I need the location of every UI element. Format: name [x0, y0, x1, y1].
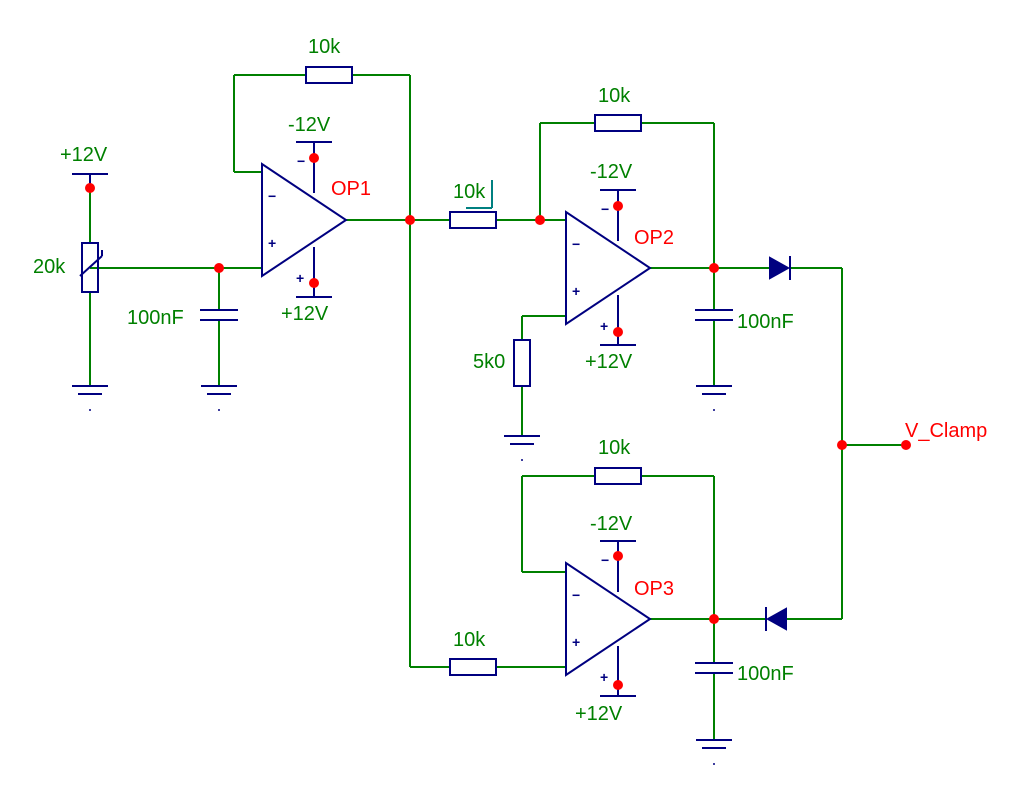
res-op2-bias-label: 5k0 — [473, 351, 505, 373]
junction-dot — [309, 153, 319, 163]
resistor-op2-feedback: 10k — [594, 85, 642, 132]
op3-neg-supply-label: -12V — [590, 513, 633, 535]
junction-dots — [85, 153, 911, 690]
opamp-op2: − + − -12V + +12V OP2 — [565, 161, 674, 373]
svg-text:−: − — [297, 153, 305, 169]
cap-op3-label: 100nF — [737, 663, 794, 685]
res-op3-input-label: 10k — [453, 629, 486, 651]
capacitor-op2-output: 100nF — [695, 309, 794, 333]
junction-dot — [709, 263, 719, 273]
res-op3-feedback-label: 10k — [598, 437, 631, 459]
cap-op2-label: 100nF — [737, 311, 794, 333]
pot-supply: +12V — [60, 144, 108, 188]
diode-op2-icon — [769, 256, 791, 280]
junction-dot — [709, 614, 719, 624]
junction-dot — [535, 215, 545, 225]
svg-text:+: + — [600, 318, 608, 334]
svg-text:−: − — [601, 552, 609, 568]
resistor-op2-input: 10k — [449, 180, 497, 229]
junction-dot — [85, 183, 95, 193]
potentiometer: 20k — [33, 242, 103, 293]
diode-op3-icon — [765, 607, 787, 631]
op1-plus-pin: + — [268, 235, 276, 251]
svg-text:+: + — [600, 669, 608, 685]
op2-pos-supply-label: +12V — [585, 351, 633, 373]
resistor-op1-feedback: 10k — [305, 36, 353, 84]
svg-text:+: + — [296, 270, 304, 286]
ground-icon — [696, 385, 732, 411]
ground-symbols — [72, 385, 732, 765]
ground-icon — [696, 739, 732, 765]
junction-dot — [613, 201, 623, 211]
opamp-op3: − + − -12V + +12V OP3 — [565, 513, 674, 725]
wires — [89, 74, 906, 740]
op3-minus-pin: − — [572, 587, 580, 603]
svg-text:−: − — [601, 201, 609, 217]
res-op1-feedback-label: 10k — [308, 36, 341, 58]
junction-dot — [613, 680, 623, 690]
resistor-op3-input: 10k — [449, 629, 497, 676]
junction-dot — [613, 327, 623, 337]
op3-plus-pin: + — [572, 634, 580, 650]
op3-name-label: OP3 — [634, 578, 674, 600]
output-label: V_Clamp — [905, 420, 987, 442]
pot-supply-label: +12V — [60, 144, 108, 166]
opamp-op1: − + − -12V + +12V OP1 — [261, 114, 371, 325]
capacitor-input: 100nF — [127, 307, 238, 329]
junction-dot — [309, 278, 319, 288]
op2-neg-supply-label: -12V — [590, 161, 633, 183]
resistor-op3-feedback: 10k — [594, 437, 642, 485]
ground-icon — [72, 385, 108, 411]
junction-dot — [405, 215, 415, 225]
op1-pos-supply-label: +12V — [281, 303, 329, 325]
resistor-op2-bias: 5k0 — [473, 339, 531, 387]
ground-icon — [201, 385, 237, 411]
capacitor-op3-output: 100nF — [695, 662, 794, 685]
junction-dot — [837, 440, 847, 450]
op2-name-label: OP2 — [634, 227, 674, 249]
op1-neg-supply-label: -12V — [288, 114, 331, 136]
op1-name-label: OP1 — [331, 178, 371, 200]
res-op2-input-label: 10k — [453, 181, 486, 203]
pot-value-label: 20k — [33, 256, 66, 278]
op2-plus-pin: + — [572, 283, 580, 299]
junction-dot — [214, 263, 224, 273]
op1-minus-pin: − — [268, 188, 276, 204]
cap-input-label: 100nF — [127, 307, 184, 329]
res-op2-feedback-label: 10k — [598, 85, 631, 107]
junction-dot — [613, 551, 623, 561]
junction-dot — [901, 440, 911, 450]
op3-pos-supply-label: +12V — [575, 703, 623, 725]
op2-minus-pin: − — [572, 236, 580, 252]
ground-icon — [504, 435, 540, 461]
